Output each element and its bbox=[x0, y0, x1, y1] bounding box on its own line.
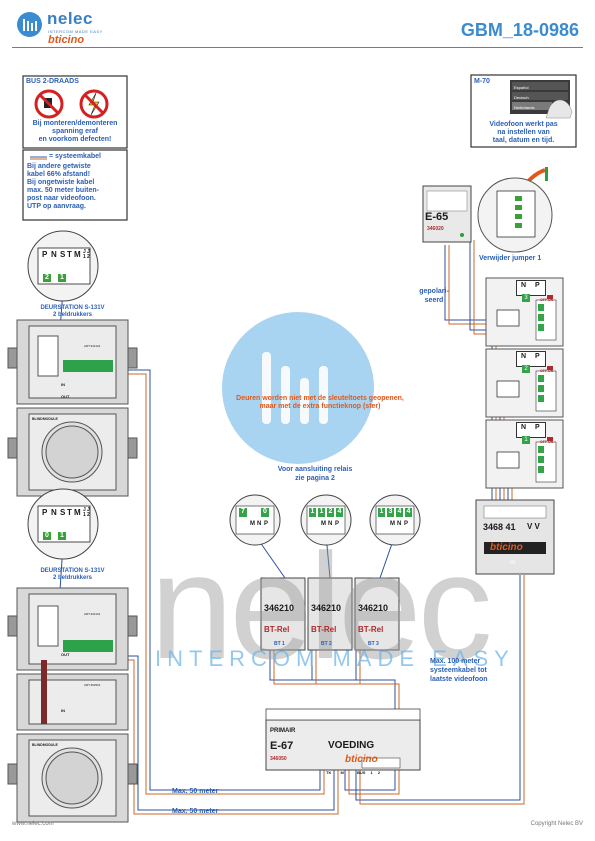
power-brand: bticino bbox=[345, 754, 378, 765]
cable-notes: Bij andere getwiste kabel 66% afstand! B… bbox=[27, 163, 99, 210]
door-station-1-out: OUT bbox=[61, 394, 70, 399]
e65-model: E-65 bbox=[425, 211, 449, 223]
watermark-mark bbox=[262, 352, 328, 424]
distance-label-100: Max. 100 meter systeemkabel tot laatste … bbox=[430, 658, 488, 683]
door-station-1-blind: BLINDMODULE bbox=[32, 417, 58, 421]
power-terminals: TK M BUS 1 2 bbox=[326, 770, 381, 775]
door-station-1-module-code: ART.331101 bbox=[84, 344, 101, 348]
distance-label-50-a: Max. 50 meter bbox=[172, 788, 219, 795]
bus-box-warning: Bij monteren/demonteren spanning eraf en… bbox=[32, 120, 118, 143]
door-station-1-label: DEURSTATION S-131V 2 beldrukkers bbox=[40, 305, 105, 318]
no-voltage-icon bbox=[79, 89, 109, 119]
relay-2-dip: 1 1 2 4 M N P bbox=[309, 508, 343, 527]
power-header: PRIMAIR bbox=[270, 728, 296, 734]
logo-word: nelec bbox=[47, 9, 93, 28]
door-station-lower bbox=[7, 587, 138, 823]
language-option: Deutsch bbox=[514, 95, 529, 100]
door-station-upper bbox=[7, 319, 138, 497]
monitor-3: N P 1 OFF ON bbox=[486, 420, 563, 488]
power-name: VOEDING bbox=[328, 740, 375, 751]
watermark-word: nelec bbox=[150, 522, 493, 690]
footer-copyright: Copyright Nelec BV bbox=[530, 821, 583, 827]
footer-website: www.nelec.com bbox=[12, 821, 54, 827]
relay-module-1: 346210 BT-Rel BT 1 bbox=[264, 603, 295, 647]
jumper-label: Verwijder jumper 1 bbox=[479, 255, 542, 262]
monitor-1: N P 3 OFF ON bbox=[486, 278, 563, 346]
cable-legend: = systeemkabel bbox=[49, 153, 101, 160]
logo-mark-icon bbox=[17, 12, 42, 37]
language-menu: Español Deutsch Nederlands bbox=[514, 83, 534, 113]
e65-polarized-label: gepolari- seerd bbox=[419, 288, 449, 304]
door-station-2-blind: BLINDMODULE bbox=[32, 743, 58, 747]
door-note: Deuren worden niet met de sleuteltoets g… bbox=[236, 395, 404, 410]
distributor-brand: bticino bbox=[490, 542, 523, 553]
m70-title: M-70 bbox=[474, 78, 490, 85]
monitor-screens bbox=[496, 309, 520, 469]
distance-label-50-b: Max. 50 meter bbox=[172, 808, 219, 815]
relay-note: Voor aansluiting relais zie pagina 2 bbox=[277, 466, 353, 482]
logo-brand: bticino bbox=[48, 34, 85, 46]
m70-note: Videofoon werkt pas na instellen van taa… bbox=[489, 121, 558, 144]
distributor-vv: V V bbox=[527, 522, 540, 531]
door-station-2-in: IN bbox=[61, 708, 65, 713]
power-model: E-67 bbox=[270, 740, 294, 752]
relay-module-2: 346210 BT-Rel BT 2 bbox=[311, 603, 342, 647]
door-station-2-module-code: ART.331101 bbox=[84, 612, 101, 616]
monitor-n-value: 2 bbox=[522, 365, 530, 373]
relay-1-dip: 7 0 M N P bbox=[236, 506, 274, 534]
language-option: Español bbox=[514, 85, 529, 90]
door-station-2-label: DEURSTATION S-131V 2 beldrukkers bbox=[40, 568, 105, 581]
monitor-terminals bbox=[535, 295, 557, 483]
bus-box-title: BUS 2-DRAADS bbox=[26, 78, 79, 85]
e65-code: 346020 bbox=[427, 226, 444, 232]
header-rule bbox=[12, 47, 583, 48]
door-station-2-module2-code: ART.352501 bbox=[84, 683, 101, 687]
distributor-code: 3468 41 bbox=[483, 522, 516, 532]
relay-modules bbox=[260, 577, 400, 651]
relay-3-dip: 1 3 4 4 M N P bbox=[378, 508, 412, 527]
watermark-tagline: INTERCOM MADE EASY bbox=[155, 646, 515, 671]
language-option: Nederlands bbox=[514, 105, 535, 110]
door-station-1-in: IN bbox=[61, 382, 65, 387]
door-station-2-out: OUT bbox=[61, 652, 70, 657]
no-plug-icon bbox=[34, 89, 64, 119]
monitor-n-value: 3 bbox=[522, 294, 530, 302]
logo-tagline: INTERCOM MADE EASY bbox=[48, 29, 103, 34]
power-code: 346050 bbox=[270, 756, 287, 762]
brand-logo: nelec INTERCOM MADE EASY bticino bbox=[17, 9, 107, 48]
monitor-n-value: 1 bbox=[522, 436, 530, 444]
distributor-in: IN bbox=[510, 560, 515, 566]
watermark-circle bbox=[222, 312, 374, 464]
monitor-2: N P 2 OFF ON bbox=[486, 349, 563, 417]
document-id: GBM_18-0986 bbox=[460, 20, 579, 40]
relay-module-3: 346210 BT-Rel BT 3 bbox=[358, 603, 389, 647]
